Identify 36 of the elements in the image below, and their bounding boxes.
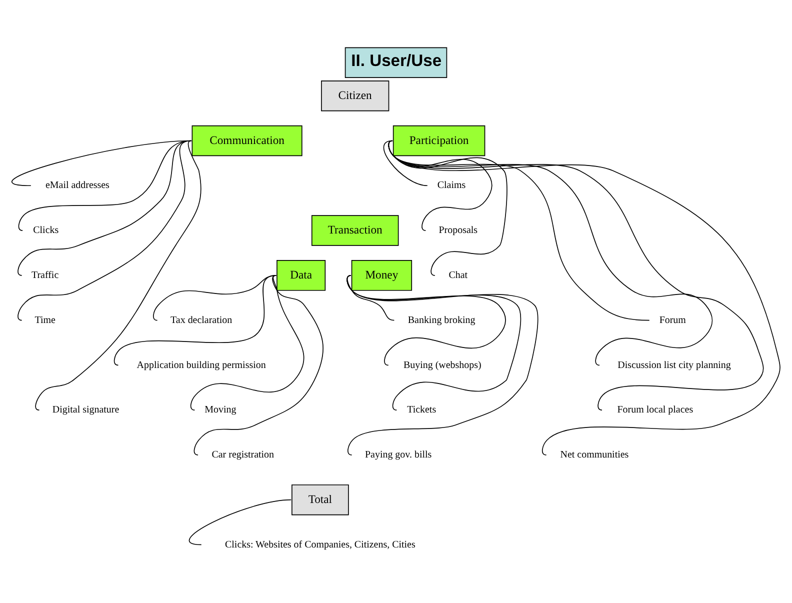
node-text: Moving: [204, 404, 236, 416]
node-box: Money: [351, 260, 412, 290]
node-text: Paying gov. bills: [364, 449, 432, 460]
connector: [114, 274, 277, 366]
node-text: Tax declaration: [170, 314, 232, 326]
node-box: Communication: [192, 124, 302, 156]
node-text: Tickets: [407, 404, 436, 416]
node-text: Car registration: [212, 449, 274, 460]
node-text: Banking broking: [408, 314, 476, 326]
connector: [383, 140, 428, 186]
node-text: Net communities: [560, 449, 629, 460]
node-text: Application building permission: [136, 359, 266, 370]
node-box: Transaction: [311, 214, 399, 246]
node-text: Claims: [437, 180, 466, 191]
connector: [18, 140, 192, 320]
node-text: Clicks: [33, 224, 59, 236]
node-text: Forum local places: [617, 404, 694, 416]
connector: [346, 274, 538, 455]
diagram-title: II. User/Use: [351, 50, 442, 70]
node-text: Traffic: [31, 269, 59, 280]
node-text: Digital signature: [52, 404, 120, 416]
connector: [188, 498, 292, 545]
node-box: Data: [276, 260, 326, 290]
node-text: Proposals: [438, 224, 478, 236]
node-box: Citizen: [321, 80, 390, 111]
node-text: Clicks: Websites of Companies, Citizens, Cities: [225, 538, 416, 550]
connector: [388, 140, 780, 455]
node-box: Participation: [392, 124, 486, 156]
connector: [35, 140, 202, 410]
node-text: Discussion list city planning: [618, 359, 731, 370]
node-text: Chat: [448, 269, 468, 280]
node-text: eMail addresses: [46, 180, 110, 191]
node-box: Total: [292, 484, 349, 515]
node-text: Time: [34, 314, 56, 326]
node-text: Buying (webshops): [403, 359, 482, 370]
node-text: Forum: [659, 314, 686, 326]
